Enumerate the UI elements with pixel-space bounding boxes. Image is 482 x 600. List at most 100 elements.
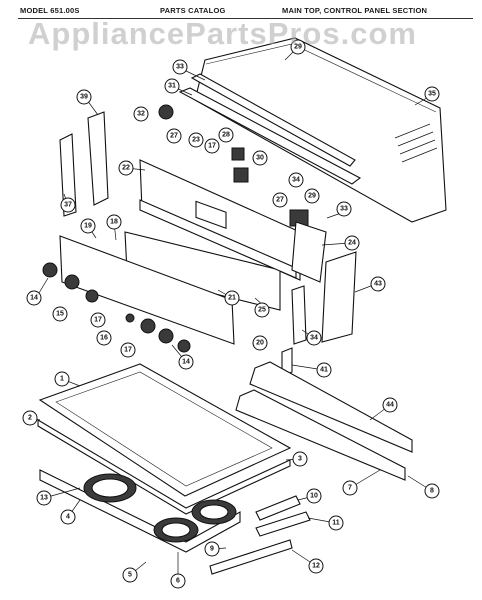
side-bracket-right (321, 251, 357, 343)
callout-label: 29 (294, 44, 302, 51)
glass-cooktop (38, 363, 292, 497)
callout-label: 10 (310, 493, 318, 500)
callout-28: 22 (118, 160, 134, 176)
callout-label: 37 (64, 202, 72, 209)
section-title: MAIN TOP, CONTROL PANEL SECTION (282, 6, 428, 15)
callout-label: 16 (100, 335, 108, 342)
callout-7: 7 (342, 480, 358, 496)
callout-label: 17 (124, 347, 132, 354)
catalog-label: PARTS CATALOG (160, 6, 226, 15)
callout-22: 21 (224, 290, 240, 306)
callout-14-right: 14 (178, 354, 194, 370)
callout-label: 34 (310, 335, 318, 342)
callout-20: 19 (80, 218, 96, 234)
callout-27-top: 27 (166, 128, 182, 144)
left-clip (59, 133, 77, 217)
callout-label: 5 (128, 572, 132, 579)
callout-label: 33 (176, 64, 184, 71)
bracket-24 (291, 221, 327, 283)
callout-31: 28 (218, 127, 234, 143)
callout-label: 14 (182, 359, 190, 366)
callout-36: 33 (172, 59, 188, 75)
callout-14-left: 14 (26, 290, 42, 306)
callout-label: 22 (122, 165, 130, 172)
switch-32 (233, 167, 249, 183)
callout-8: 8 (424, 483, 440, 499)
callout-label: 27 (170, 133, 178, 140)
rear-panel-vents (394, 123, 438, 163)
knobs (42, 262, 191, 353)
callout-13: 13 (36, 490, 52, 506)
rear-panel (194, 37, 447, 223)
callout-label: 34 (292, 177, 300, 184)
callout-11: 11 (328, 515, 344, 531)
callout-label: 20 (256, 340, 264, 347)
callout-2: 2 (22, 410, 38, 426)
cooktop-frame (37, 419, 291, 515)
callout-41: 41 (316, 362, 332, 378)
callout-label: 35 (428, 91, 436, 98)
callout-27-mid: 27 (272, 192, 288, 208)
control-panel (124, 231, 281, 311)
callout-label: 43 (374, 281, 382, 288)
callout-6: 6 (170, 573, 186, 589)
callout-label: 31 (168, 83, 176, 90)
callout-18: 17 (204, 138, 220, 154)
bracket-10 (255, 495, 301, 521)
rail-36 (190, 73, 356, 167)
callout-33: 33 (336, 201, 352, 217)
front-control-plate (59, 235, 235, 345)
callout-1: 1 (54, 371, 70, 387)
callout-16: 17 (120, 342, 136, 358)
callout-40: 37 (60, 197, 76, 213)
callout-label: 32 (137, 111, 145, 118)
callout-label: 18 (110, 219, 118, 226)
callout-34: 31 (164, 78, 180, 94)
callout-label: 39 (80, 94, 88, 101)
bracket-11 (255, 511, 311, 537)
callout-label: 9 (210, 546, 214, 553)
callout-label: 4 (66, 514, 70, 521)
callout-label: 19 (84, 223, 92, 230)
callout-18b: 17 (90, 312, 106, 328)
callout-35: 32 (133, 106, 149, 122)
callout-42: 39 (76, 89, 92, 105)
callout-15: 15 (52, 306, 68, 322)
right-strip-37 (291, 285, 307, 345)
callout-label: 11 (332, 520, 340, 527)
side-bracket-left (87, 111, 109, 206)
callout-label: 25 (258, 307, 266, 314)
callout-label: 14 (30, 295, 38, 302)
small-part-35 (158, 104, 174, 120)
callout-3: 3 (292, 451, 308, 467)
rail-7 (235, 389, 406, 481)
callout-label: 41 (320, 367, 328, 374)
bar-12 (209, 539, 293, 575)
callout-label: 15 (56, 311, 64, 318)
callout-label: 30 (256, 155, 264, 162)
callout-label: 13 (40, 495, 48, 502)
switch-31 (231, 147, 245, 161)
callout-label: 3 (298, 456, 302, 463)
callout-label: 12 (312, 563, 320, 570)
callout-38: 35 (424, 86, 440, 102)
callout-label: 27 (276, 197, 284, 204)
control-trim (139, 199, 297, 279)
callout-9: 9 (204, 541, 220, 557)
callout-label: 2 (28, 415, 32, 422)
callout-37: 34 (306, 330, 322, 346)
callout-label: 17 (208, 143, 216, 150)
callout-label: 28 (222, 132, 230, 139)
callout-39: 34 (288, 172, 304, 188)
callout-19: 18 (106, 214, 122, 230)
callout-44: 44 (382, 397, 398, 413)
callout-label: 17 (94, 317, 102, 324)
callout-29: 29 (304, 188, 320, 204)
callout-5: 5 (122, 567, 138, 583)
model-label: MODEL 651.00S (20, 6, 80, 15)
callout-label: 23 (192, 137, 200, 144)
callout-label: 7 (348, 485, 352, 492)
burner-elements (83, 473, 237, 543)
callout-32: 30 (252, 150, 268, 166)
